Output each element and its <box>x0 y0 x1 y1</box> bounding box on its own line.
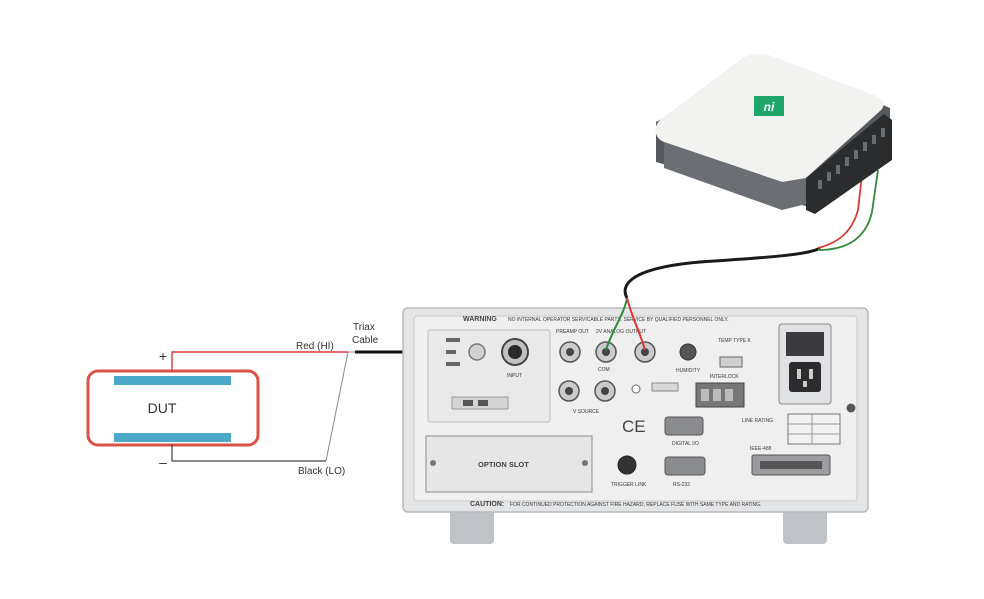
input-label: INPUT <box>507 373 522 379</box>
input-marking <box>446 362 460 366</box>
ni-logo-badge <box>754 96 784 116</box>
dut: DUT + – <box>86 348 260 470</box>
triax-split-line <box>325 351 360 462</box>
panel-screw-icon <box>846 403 856 413</box>
humidity-connector <box>679 343 697 361</box>
rs232-label: RS-232 <box>673 482 690 488</box>
dut-plus-sign: + <box>159 348 167 364</box>
daq-cable <box>605 169 879 351</box>
green-lead-to-daq <box>817 169 879 251</box>
temp-connector <box>719 356 743 368</box>
dut-top-plate <box>114 376 231 385</box>
dut-minus-sign: – <box>159 454 167 470</box>
line-rating-label: LINE RATING <box>742 418 773 424</box>
caution-label: CAUTION: <box>470 501 504 508</box>
com-label: COM <box>598 367 610 373</box>
trigger-link-label: TRIGGER LINK <box>611 482 647 488</box>
status-indicator <box>651 382 679 392</box>
bnc-cluster: PREAMP OUT 2V ANALOG OUTPUT COM V SOURCE <box>556 329 656 415</box>
input-ground-connector <box>468 343 486 361</box>
rs232-port <box>664 456 706 476</box>
power-socket <box>789 362 821 392</box>
preamp-out-label: PREAMP OUT <box>556 329 589 335</box>
red-lead-to-instrument <box>626 297 646 351</box>
line-rating-table <box>787 413 841 445</box>
black-lo-label: Black (LO) <box>298 466 345 477</box>
caution-text: FOR CONTINUED PROTECTION AGAINST FIRE HA… <box>510 502 761 508</box>
option-slot-label: OPTION SLOT <box>478 460 529 469</box>
info-plate-block <box>463 400 473 406</box>
daq-front-edge <box>664 142 806 210</box>
info-plate-block <box>478 400 488 406</box>
instrument-foot-left <box>450 506 494 544</box>
instrument-rear-panel: WARNING NO INTERNAL OPERATOR SERVICABLE … <box>402 307 869 544</box>
option-slot <box>425 435 593 493</box>
black-lo-wire <box>171 444 326 462</box>
green-lead-to-instrument <box>605 297 628 351</box>
daq-device: ni <box>655 53 892 214</box>
dut-bottom-plate <box>114 433 231 442</box>
analog-out-label: 2V ANALOG OUTPUT <box>596 329 646 335</box>
red-lead-to-daq <box>817 174 863 249</box>
triax-label-line2: Cable <box>352 335 379 346</box>
daq-top-face <box>655 53 884 183</box>
warning-label: WARNING <box>463 316 497 323</box>
fuse-holder <box>786 332 824 356</box>
instrument-foot-right <box>783 506 827 544</box>
trigger-link-connector <box>617 455 637 475</box>
input-marking <box>446 338 460 342</box>
triax-label-line1: Triax <box>353 322 375 333</box>
ieee488-label: IEEE-488 <box>750 446 772 452</box>
ni-logo-text: ni <box>764 100 775 114</box>
red-hi-wire <box>171 351 348 372</box>
digital-io-port <box>664 416 704 436</box>
ce-mark: CE <box>622 417 646 436</box>
v-source-label: V SOURCE <box>573 409 600 415</box>
input-marking <box>446 350 456 354</box>
temp-label: TEMP TYPE K <box>718 338 752 344</box>
daq-cable-black <box>623 246 821 299</box>
humidity-label: HUMIDITY <box>676 368 701 374</box>
red-hi-label: Red (HI) <box>296 341 334 352</box>
dut-label: DUT <box>148 400 177 416</box>
input-triax-core <box>508 345 522 359</box>
common-terminal <box>631 384 641 394</box>
dut-outline <box>86 369 260 447</box>
interlock-label: INTERLOCK <box>710 374 739 380</box>
digital-io-label: DIGITAL I/O <box>672 441 699 447</box>
daq-terminal-screws <box>818 128 885 189</box>
